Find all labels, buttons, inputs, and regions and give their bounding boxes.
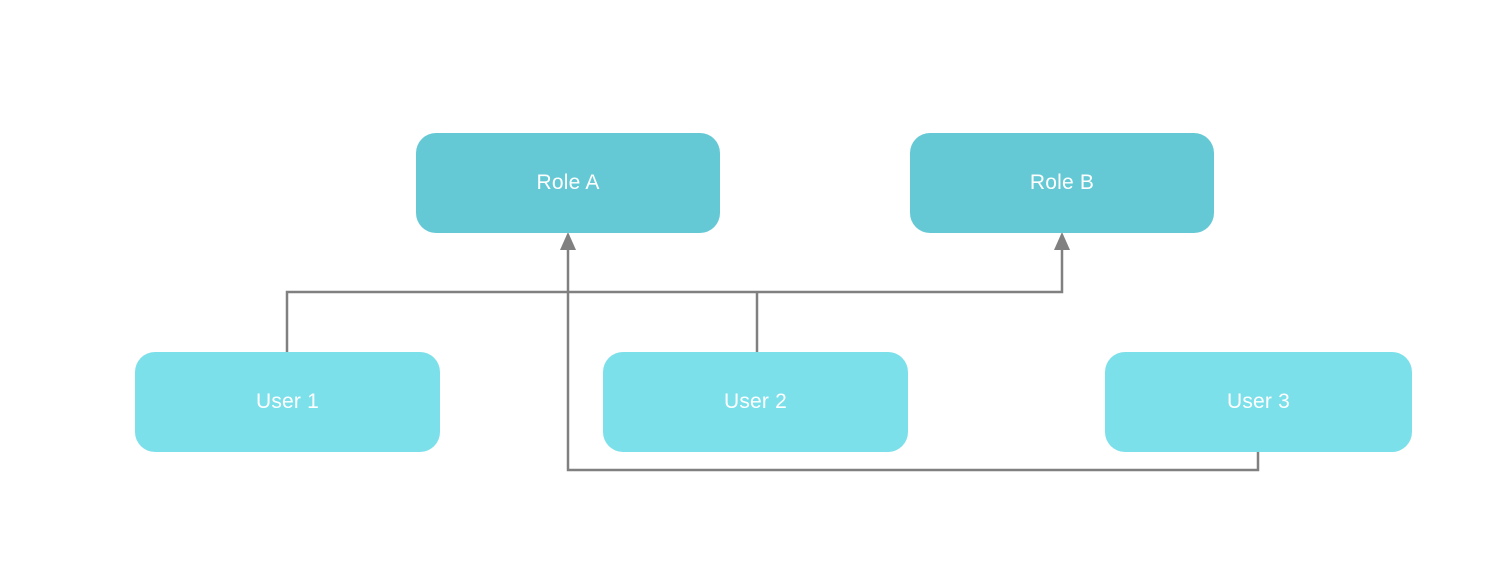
node-user-2-label: User 2: [723, 390, 788, 413]
node-user-3-label: User 3: [1226, 390, 1291, 413]
node-role-b: Role B: [910, 133, 1214, 233]
node-role-a-label: Role A: [536, 171, 600, 194]
edge-line: [285, 249, 1064, 352]
node-role-b-label: Role B: [1029, 171, 1095, 194]
node-user-3: User 3: [1105, 352, 1412, 452]
arrowhead-role-a: [560, 232, 576, 250]
node-user-2: User 2: [603, 352, 908, 452]
node-user-1: User 1: [135, 352, 440, 452]
node-user-1-label: User 1: [255, 390, 320, 413]
edge-user1-to-roleb: [285, 232, 1070, 352]
arrowhead-role-b: [1054, 232, 1070, 250]
node-role-a: Role A: [416, 133, 720, 233]
